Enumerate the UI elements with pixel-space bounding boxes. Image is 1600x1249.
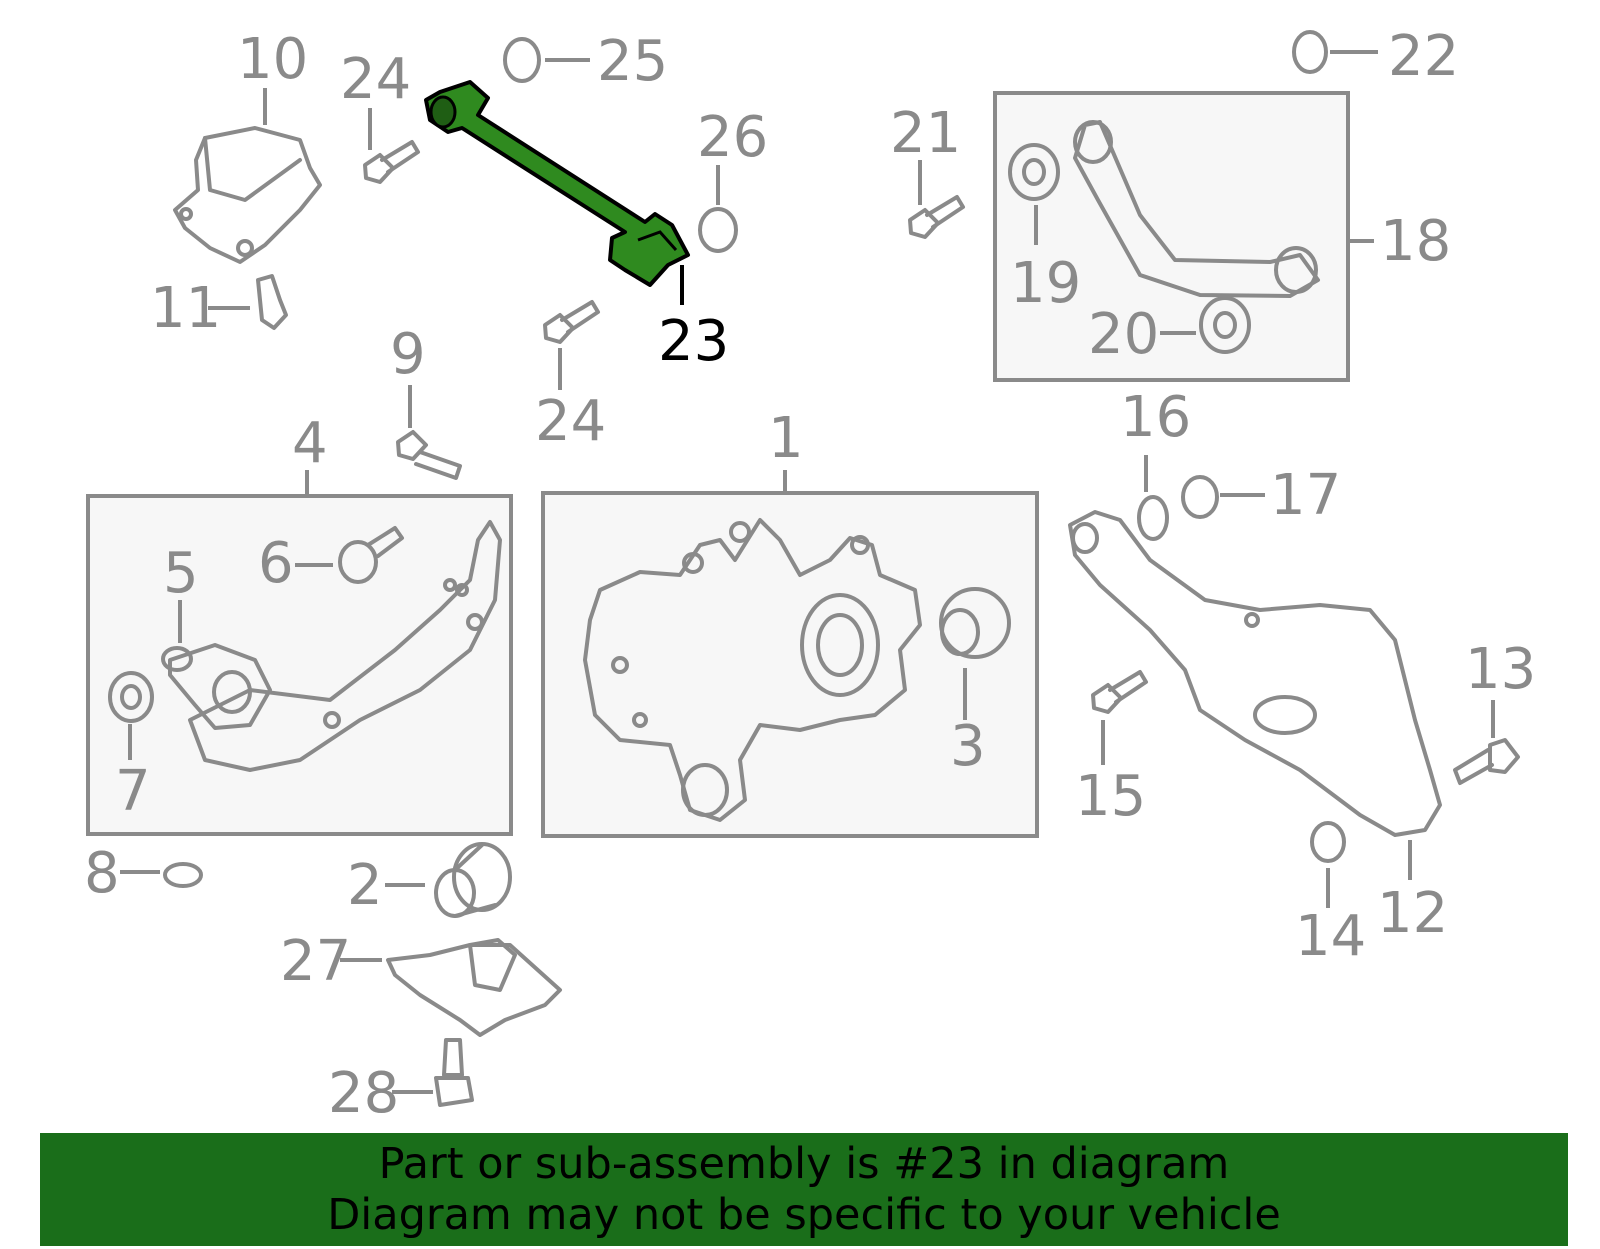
callout-25: 25 bbox=[597, 29, 668, 94]
callout-24b: 24 bbox=[535, 389, 606, 454]
callout-24a: 24 bbox=[340, 47, 411, 112]
rod-part-23 bbox=[424, 80, 690, 287]
callout-11: 11 bbox=[150, 276, 221, 341]
bolt-part-24b bbox=[543, 300, 600, 344]
callout-22: 22 bbox=[1388, 24, 1459, 89]
info-banner: Part or sub-assembly is #23 in diagram D… bbox=[40, 1133, 1568, 1246]
mount-part-10 bbox=[173, 126, 322, 264]
callout-18: 18 bbox=[1380, 209, 1451, 274]
banner-line-1: Part or sub-assembly is #23 in diagram bbox=[378, 1139, 1230, 1189]
nut-part-22 bbox=[1292, 30, 1328, 74]
callout-13: 13 bbox=[1465, 637, 1536, 702]
bushing-part-2 bbox=[434, 842, 512, 918]
callout-8: 8 bbox=[84, 841, 120, 906]
callout-10: 10 bbox=[237, 27, 308, 92]
nut-part-14 bbox=[1310, 821, 1346, 863]
washer-part-16 bbox=[1137, 495, 1169, 541]
callout-3: 3 bbox=[950, 714, 986, 779]
callout-16: 16 bbox=[1120, 385, 1191, 450]
callout-2: 2 bbox=[347, 853, 383, 918]
callout-15: 15 bbox=[1075, 764, 1146, 829]
callout-17: 17 bbox=[1270, 463, 1341, 528]
bushing-part-5 bbox=[161, 646, 193, 672]
lower-arm-part-12 bbox=[1068, 510, 1442, 837]
callout-5: 5 bbox=[163, 541, 199, 606]
callout-12: 12 bbox=[1377, 881, 1448, 946]
group-box-4 bbox=[86, 494, 513, 836]
callout-1: 1 bbox=[768, 406, 804, 471]
nut-part-8 bbox=[163, 862, 203, 888]
callout-19: 19 bbox=[1010, 251, 1081, 316]
callout-7: 7 bbox=[115, 759, 151, 824]
callout-26: 26 bbox=[697, 105, 768, 170]
clip-part-11 bbox=[256, 274, 288, 330]
callout-9: 9 bbox=[390, 322, 426, 387]
bolt-part-21 bbox=[908, 195, 965, 239]
group-box-18 bbox=[993, 91, 1350, 382]
bracket-part-27 bbox=[386, 938, 562, 1037]
callout-28: 28 bbox=[328, 1061, 399, 1126]
bushing-part-19 bbox=[1008, 143, 1060, 201]
nut-part-25 bbox=[503, 37, 541, 83]
callout-20: 20 bbox=[1088, 302, 1159, 367]
group-box-1 bbox=[541, 491, 1039, 838]
nut-part-17 bbox=[1181, 475, 1219, 519]
trailing-arm-part-4 bbox=[168, 520, 502, 772]
bushing-part-7 bbox=[108, 671, 154, 723]
bushing-part-3 bbox=[939, 587, 1011, 659]
bushing-part-20 bbox=[1199, 296, 1251, 354]
callout-6: 6 bbox=[258, 531, 294, 596]
bolt-part-15 bbox=[1091, 670, 1148, 714]
nut-part-26 bbox=[698, 207, 738, 253]
clip-part-6 bbox=[338, 526, 404, 584]
callout-21: 21 bbox=[890, 101, 961, 166]
callout-27: 27 bbox=[280, 929, 351, 994]
callout-4: 4 bbox=[292, 411, 328, 476]
bolt-part-9 bbox=[396, 430, 462, 480]
banner-line-2: Diagram may not be specific to your vehi… bbox=[327, 1190, 1281, 1240]
bolt-part-13 bbox=[1453, 738, 1520, 785]
upper-arm-part-18 bbox=[1073, 120, 1320, 298]
callout-23: 23 bbox=[658, 309, 729, 374]
callout-14: 14 bbox=[1295, 904, 1366, 969]
bolt-part-24a bbox=[363, 140, 420, 184]
knuckle-part-1 bbox=[583, 518, 922, 822]
bolt-part-28 bbox=[434, 1038, 474, 1107]
